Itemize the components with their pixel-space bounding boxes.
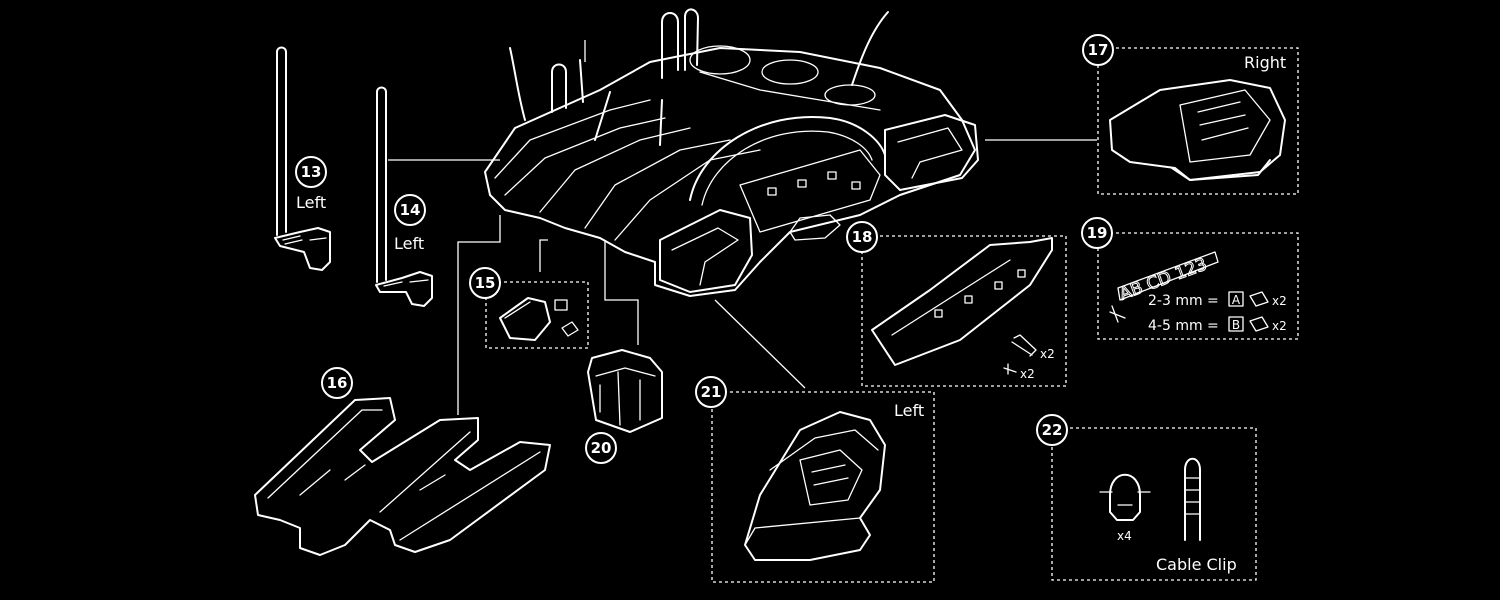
leader-lines — [388, 40, 1097, 415]
callout-17-number: 17 — [1088, 41, 1109, 59]
callout-14-side-label: Left — [394, 234, 424, 253]
part-17-right-tail-lamp: 17 Right — [1082, 34, 1299, 195]
part-15-end-cap: 15 — [469, 267, 589, 349]
part-16-wheel-tray: 16 — [254, 367, 551, 556]
callout-15-badge — [469, 267, 501, 299]
main-bike-carrier-assembly — [484, 8, 979, 297]
callout-14-number: 14 — [400, 201, 421, 219]
part-22-qty: x4 — [1117, 529, 1132, 543]
part-21-left-tail-lamp: 21 Left — [695, 376, 935, 583]
callout-15-number: 15 — [475, 274, 496, 292]
callout-22-number: 22 — [1042, 421, 1063, 439]
part-22-cable-clip: x4 22 Cable Clip — [1036, 414, 1257, 581]
callout-20-badge — [585, 432, 617, 464]
callout-14-badge — [394, 194, 426, 226]
callout-19-badge — [1081, 217, 1113, 249]
callout-13-badge — [295, 156, 327, 188]
callout-13-side-label: Left — [296, 193, 326, 212]
callout-18-badge — [846, 221, 878, 253]
part-13-left-wheel-strap: 13 Left — [274, 46, 331, 271]
callout-17-badge — [1082, 34, 1114, 66]
part-19-row1-qty: x2 — [1272, 294, 1287, 308]
callout-20-number: 20 — [591, 439, 612, 457]
callout-21-side-label: Left — [894, 401, 924, 420]
callout-19-number: 19 — [1087, 224, 1108, 242]
callout-13-number: 13 — [301, 163, 322, 181]
part-20-bracket: 20 — [585, 349, 663, 464]
callout-22-badge — [1036, 414, 1068, 446]
part-19-row1-code: A — [1232, 293, 1241, 307]
part-19-number-plate: AB CD 123 2-3 mm = A x2 4-5 mm = B x2 19 — [1081, 217, 1299, 340]
part-19-row2-code: B — [1232, 318, 1240, 332]
part-19-row2-thickness: 4-5 mm = — [1148, 318, 1219, 334]
part-19-row2-code-box — [1228, 316, 1244, 332]
part-19-row1-thickness: 2-3 mm = — [1148, 293, 1219, 309]
part-14-left-wheel-strap: 14 Left — [375, 86, 433, 307]
part-22-caption: Cable Clip — [1156, 555, 1237, 574]
callout-21-badge — [695, 376, 727, 408]
callout-17-side-label: Right — [1244, 53, 1286, 72]
part-18-bolt-qty: x2 — [1040, 347, 1055, 361]
part-19-row2-qty: x2 — [1272, 319, 1287, 333]
part-19-row1-code-box — [1228, 291, 1244, 307]
part-18-screw-qty: x2 — [1020, 367, 1035, 381]
callout-21-number: 21 — [701, 383, 722, 401]
callout-16-badge — [321, 367, 353, 399]
callout-18-number: 18 — [852, 228, 873, 246]
part-18-side-panel: x2 x2 18 — [846, 221, 1067, 387]
callout-16-number: 16 — [327, 374, 348, 392]
